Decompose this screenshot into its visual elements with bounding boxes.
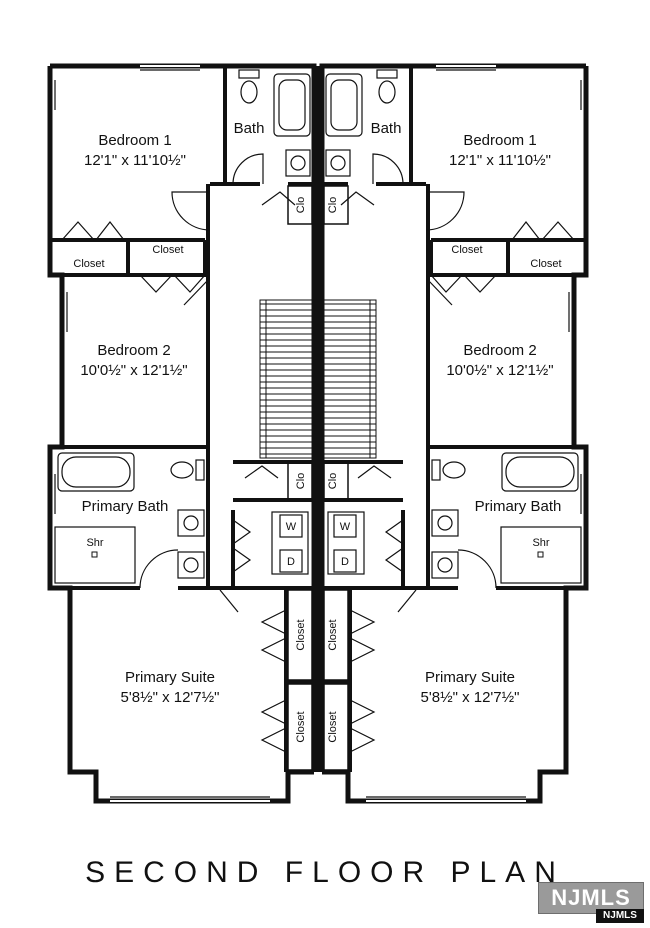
closet-label: Closet xyxy=(327,619,339,650)
room-dimensions-bedroom-1-right: 12'1" x 11'10½" xyxy=(449,152,551,169)
room-name-primary-suite-right: Primary Suite xyxy=(425,669,515,686)
room-dimensions-primary-suite-right: 5'8½" x 12'7½" xyxy=(421,689,520,706)
room-name-primary-bath-left: Primary Bath xyxy=(82,498,169,515)
floor-plan-drawing: Bedroom 1 12'1" x 11'10½" Bath Bedroom 2… xyxy=(47,63,589,804)
staircase-right xyxy=(323,299,377,459)
sink xyxy=(431,509,459,579)
logo-text: NJMLS xyxy=(538,882,644,914)
window xyxy=(366,65,587,802)
njmls-logo: NJMLS NJMLS xyxy=(538,882,646,924)
shower-drain xyxy=(91,551,98,558)
plan-title: SECOND FLOOR PLAN xyxy=(85,856,565,889)
sink xyxy=(285,149,311,177)
closet-label-small: Clo xyxy=(295,473,307,490)
shower-label: Shr xyxy=(532,537,549,549)
closet-label: Closet xyxy=(152,244,183,256)
washer-dryer xyxy=(327,511,365,575)
shower-label: Shr xyxy=(86,537,103,549)
bathtub xyxy=(325,73,363,137)
door-swing xyxy=(61,153,296,753)
closet-label-small: Clo xyxy=(295,197,307,214)
shower xyxy=(500,526,582,584)
sink xyxy=(177,509,205,579)
room-name-primary-suite-left: Primary Suite xyxy=(125,669,215,686)
closet-label-small: Clo xyxy=(327,473,339,490)
bathtub xyxy=(501,452,579,492)
bathtub xyxy=(273,73,311,137)
room-name-bath-left: Bath xyxy=(234,120,265,137)
stair-treads xyxy=(260,303,312,455)
room-dimensions-bedroom-2-left: 10'0½" x 12'1½" xyxy=(80,362,187,379)
interior-wall xyxy=(323,66,586,772)
room-dimensions-bedroom-2-right: 10'0½" x 12'1½" xyxy=(446,362,553,379)
room-name-bath-right: Bath xyxy=(371,120,402,137)
staircase-left xyxy=(259,299,313,459)
closet-label: Closet xyxy=(295,619,307,650)
closet-box xyxy=(287,185,349,771)
shower-drain xyxy=(537,551,544,558)
window xyxy=(49,65,270,802)
washer-label: W xyxy=(286,521,297,533)
room-name-bedroom-2-right: Bedroom 2 xyxy=(463,342,536,359)
closet-label-small: Clo xyxy=(327,197,339,214)
logo-subtext: NJMLS xyxy=(596,909,644,923)
room-dimensions-primary-suite-left: 5'8½" x 12'7½" xyxy=(121,689,220,706)
closet-label: Closet xyxy=(295,711,307,742)
room-dimensions-bedroom-1-left: 12'1" x 11'10½" xyxy=(84,152,186,169)
room-name-bedroom-2-left: Bedroom 2 xyxy=(97,342,170,359)
shower xyxy=(54,526,136,584)
dryer-label: D xyxy=(287,556,295,568)
bathtub xyxy=(57,452,135,492)
washer-dryer xyxy=(271,511,309,575)
room-name-bedroom-1-right: Bedroom 1 xyxy=(463,132,536,149)
room-name-primary-bath-right: Primary Bath xyxy=(475,498,562,515)
party-wall xyxy=(313,66,323,772)
exterior-wall xyxy=(50,63,317,772)
door-swing xyxy=(340,153,575,753)
toilet xyxy=(431,459,466,481)
closet-label: Closet xyxy=(530,258,561,270)
toilet xyxy=(238,69,260,104)
toilet xyxy=(376,69,398,104)
sink xyxy=(325,149,351,177)
room-name-bedroom-1-left: Bedroom 1 xyxy=(98,132,171,149)
closet-label: Closet xyxy=(451,244,482,256)
closet-label: Closet xyxy=(327,711,339,742)
dryer-label: D xyxy=(341,556,349,568)
closet-label: Closet xyxy=(73,258,104,270)
stair-treads xyxy=(324,303,376,455)
washer-label: W xyxy=(340,521,351,533)
toilet xyxy=(170,459,205,481)
interior-wall xyxy=(50,66,313,772)
exterior-wall xyxy=(319,63,586,772)
